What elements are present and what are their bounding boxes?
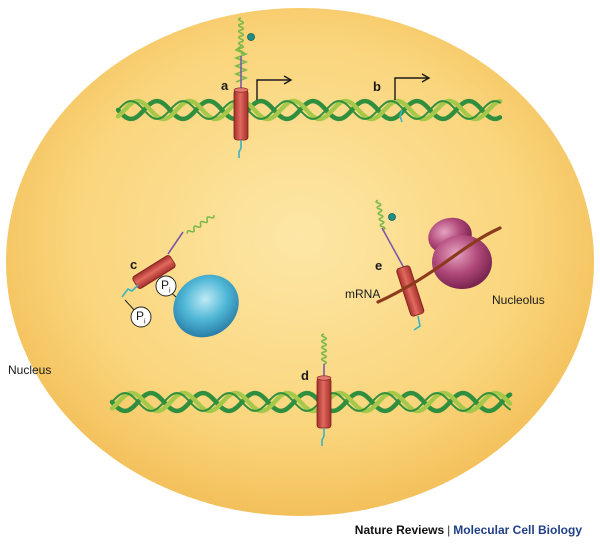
dna-strand-3 (117, 100, 501, 120)
dna-strand-1 (109, 390, 513, 414)
ligand-dot-a (247, 33, 255, 41)
protein-e (375, 199, 502, 331)
protein-d (316, 333, 332, 446)
dna-helix-bottom (109, 390, 513, 414)
protein-c (121, 214, 239, 338)
transcription-arrow-a (256, 79, 290, 100)
publisher-name: Nature Reviews (354, 523, 445, 537)
coil-e (375, 199, 386, 231)
panel-label-c: c (130, 257, 138, 272)
panel-label-e: e (375, 258, 383, 273)
journal-credit: Nature Reviews|Molecular Cell Biology (355, 523, 582, 537)
binding-partner-oval (173, 274, 239, 338)
protein-a (233, 17, 293, 158)
dna-strand-3 (111, 392, 511, 412)
cylinder-d (316, 377, 332, 429)
phospho-label-2: Pi (161, 278, 171, 295)
cylinder-a (233, 89, 249, 141)
protein-b (394, 73, 431, 123)
nucleus-body (6, 8, 594, 516)
dna-strand-2 (115, 98, 503, 122)
coil-c (186, 214, 215, 234)
nucleolus-label: Nucleolus (492, 293, 545, 307)
ligand-dot-e (388, 213, 396, 221)
coil-d (320, 333, 328, 365)
dna-strand-1 (115, 98, 503, 122)
credit-separator: | (447, 523, 451, 537)
panel-label-b: b (373, 79, 381, 94)
transcription-arrow-b (394, 77, 428, 100)
phospho-circle-2 (155, 275, 177, 297)
cylinder-c (132, 255, 176, 289)
mrna-strand (376, 226, 502, 304)
mrna-label: mRNA (345, 287, 381, 301)
nucleus-label: Nucleus (8, 363, 52, 377)
dna-helix-top (115, 98, 503, 122)
panel-label-d: d (301, 368, 309, 383)
journal-name: Molecular Cell Biology (453, 523, 582, 537)
panel-label-a: a (221, 78, 229, 93)
phospho-circle-1 (130, 306, 152, 328)
cylinder-e (396, 265, 425, 317)
coil-a (237, 17, 245, 55)
ribosome-large-subunit (432, 235, 492, 289)
phospho-label-1: Pi (136, 309, 146, 326)
